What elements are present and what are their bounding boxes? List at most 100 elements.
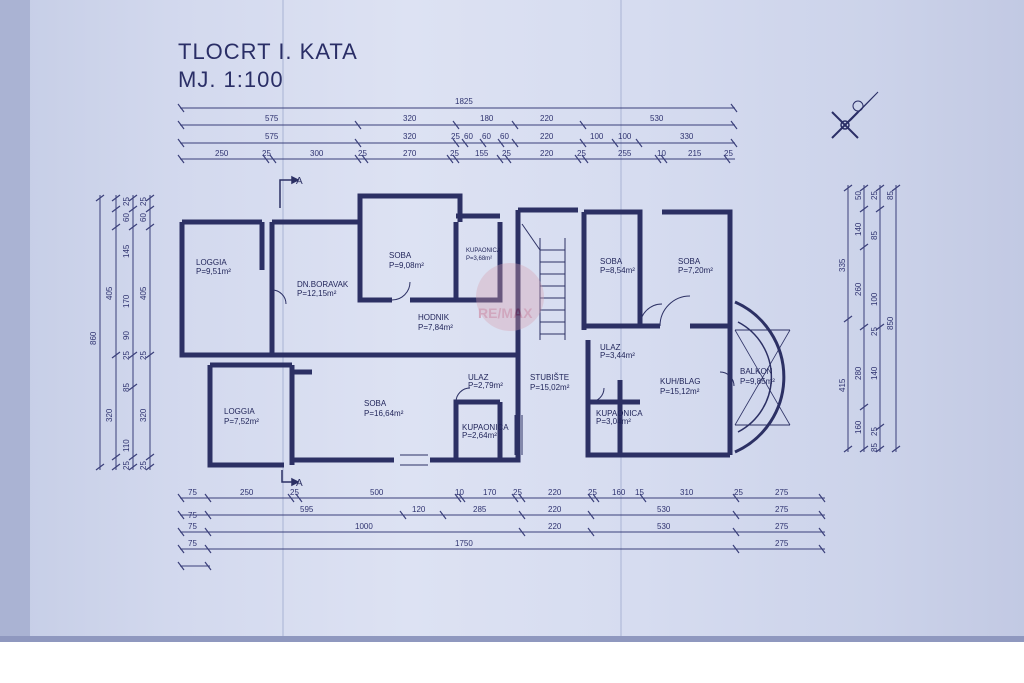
dim-label: 60 [139,213,148,222]
dim-label: 270 [403,149,417,158]
dim-label: 250 [215,149,229,158]
room-name-loggia-2: LOGGIA [224,407,255,416]
dim-label: 100 [870,292,879,306]
dim-label: 860 [89,331,98,345]
room-area-balkon: P=9,85m² [740,377,775,386]
watermark-text: RE/MAX [478,305,533,321]
dim-label: 60 [464,132,473,141]
dim-label: 25 [290,488,299,497]
windows [400,415,523,466]
dim-label: 405 [105,286,114,300]
dim-label: 25 [450,149,459,158]
dim-label: 500 [370,488,384,497]
dim-label: 75 [188,539,197,548]
dim-label: 595 [300,505,314,514]
dim-label: 260 [854,282,863,296]
dim-label: 50 [854,191,863,200]
room-name-kupaonica-3: KUPAONICA [596,409,643,418]
dim-label: 85 [122,383,131,392]
dim-label: 15 [635,488,644,497]
dim-label: 25 [870,327,879,336]
room-area-dnboravak: P=12,15m² [297,289,337,298]
dim-label: 220 [548,505,562,514]
dim-label: 170 [122,294,131,308]
dim-label: 220 [540,149,554,158]
dim-label: 25 [502,149,511,158]
dim-label: 100 [618,132,632,141]
left-dimension-labels: 860 405 320 25 60 145 170 25 85 110 25 2… [89,197,148,470]
dim-label: 75 [188,488,197,497]
room-name-dnboravak: DN.BORAVAK [297,280,349,289]
room-name-kupaonica: KUPAONICA [466,248,501,254]
section-label-bottom: A [296,478,303,489]
left-dimension-ticks [95,194,155,471]
right-dimension-ticks [843,184,901,453]
room-area-hodnik: P=7,84m² [418,323,453,332]
dim-label: 25 [577,149,586,158]
dim-label: 415 [838,378,847,392]
dim-label: 25 [513,488,522,497]
dim-label: 220 [548,522,562,531]
dim-label: 250 [240,488,254,497]
room-name-stubiste: STUBIŠTE [530,373,569,382]
balcony-outline [734,300,791,454]
room-name-ulaz-2: ULAZ [468,373,489,382]
bottom-dimension-ticks [177,493,826,571]
paper-fold [282,0,284,640]
dim-label: 285 [473,505,487,514]
dim-label: 25 [122,351,131,360]
dim-label: 25 [358,149,367,158]
dim-label: 25 [262,149,271,158]
north-arrow-icon [831,91,879,139]
room-area-soba: P=9,08m² [389,261,424,270]
dim-label: 75 [188,511,197,520]
room-name-hodnik: HODNIK [418,313,450,322]
dim-label: 25 [588,488,597,497]
dim-label: 530 [657,522,671,531]
dim-label: 320 [105,408,114,422]
dim-label: 10 [657,149,666,158]
dim-label: 275 [775,488,789,497]
room-name-soba-4: SOBA [364,399,387,408]
room-area-ulaz: P=3,44m² [600,351,635,360]
dim-label: 405 [139,286,148,300]
dim-label: 25 [734,488,743,497]
dim-label: 75 [188,522,197,531]
dim-label: 100 [590,132,604,141]
dim-label: 850 [886,316,895,330]
room-area-kupaonica: P=3,68m² [466,256,492,262]
dim-label: 575 [265,114,279,123]
dim-label: 90 [122,331,131,340]
room-name-soba-3: SOBA [678,257,701,266]
room-area-soba-2: P=8,54m² [600,266,635,275]
dim-label: 25 [139,351,148,360]
dim-label: 25 [139,197,148,206]
room-name-balkon: BALKON [740,367,773,376]
dim-label: 275 [775,505,789,514]
room-area-soba-4: P=16,64m² [364,409,404,418]
dim-label: 280 [854,366,863,380]
dim-label: 180 [480,114,494,123]
dim-label: 275 [775,539,789,548]
room-area-loggia: P=9,51m² [196,267,231,276]
dim-label: 85 [870,231,879,240]
dim-label: 1750 [455,539,473,548]
left-dimension-lines [99,195,151,470]
dim-label: 310 [680,488,694,497]
room-name-loggia: LOGGIA [196,258,227,267]
room-name-kupaonica-2: KUPAONICA [462,423,509,432]
doors [271,281,735,403]
section-marker-bottom [281,470,300,487]
dim-label: 155 [475,149,489,158]
right-dimension-labels: 335 415 140 260 280 160 25 50 85 100 25 … [838,191,895,452]
dim-label: 10 [455,488,464,497]
dim-label: 25 [870,191,879,200]
top-dimension-labels: 1825 575 320 180 220 530 575 320 25 60 6… [215,97,733,158]
remax-watermark: RE/MAX [476,263,544,331]
dim-label: 25 [139,461,148,470]
dim-label: 255 [618,149,632,158]
room-area-loggia-2: P=7,52m² [224,417,259,426]
dim-label: 60 [482,132,491,141]
dim-label: 120 [412,505,426,514]
